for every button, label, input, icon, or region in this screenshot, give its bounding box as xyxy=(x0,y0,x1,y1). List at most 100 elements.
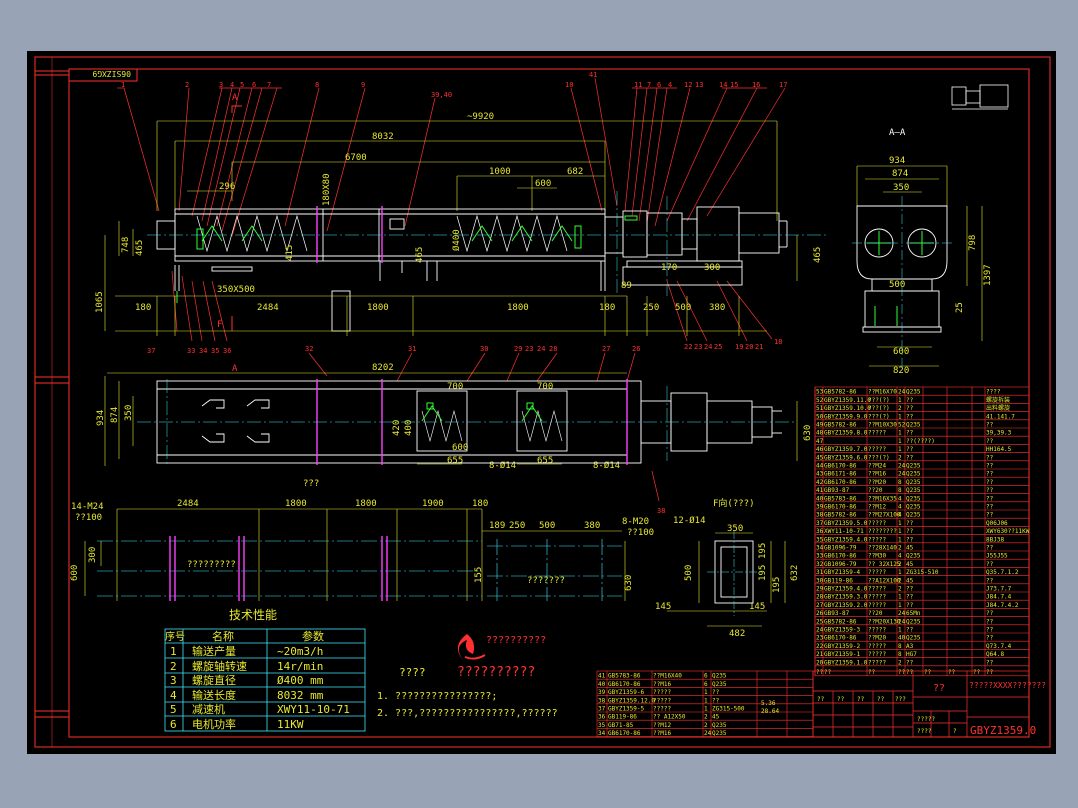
bom-lower-cell: Q235 xyxy=(712,722,727,729)
title-cell-6: ? xyxy=(953,728,957,735)
bom-lower-cell: 1 xyxy=(704,706,708,713)
bom-upper-cell: ?? xyxy=(986,618,994,625)
callout-35: 35 xyxy=(211,347,219,355)
company-logo-block: ?????????? ?????????? ???? 1. ??????????… xyxy=(377,634,558,719)
callout-1: 1 xyxy=(121,81,125,89)
bom-upper-cell: ?? 32X125 xyxy=(868,561,901,568)
tech-row-name: 减速机 xyxy=(192,702,225,716)
bom-upper-cell: ?? xyxy=(986,422,994,429)
dim-600s: 600 xyxy=(893,347,909,357)
cad-drawing-canvas[interactable]: 06SIZXG9 xyxy=(27,51,1056,754)
bom-upper-cell: ?? xyxy=(906,413,914,420)
bom-header-cell: ?? xyxy=(948,669,956,676)
bom-upper-cell: Q64.8 xyxy=(986,651,1004,658)
bom-upper-cell: 48 xyxy=(816,430,824,437)
dim-350x500: 350X500 xyxy=(217,285,255,295)
dim-350p: 350 xyxy=(124,405,134,421)
callout-9: 9 xyxy=(361,81,365,89)
section-mark-f: F xyxy=(217,320,222,330)
dim-holes-b: 8-Ø14 xyxy=(593,460,620,471)
callout-6: 6 xyxy=(252,81,256,89)
bom-upper-cell: ????? xyxy=(868,627,886,634)
bom-upper-cell: ????? xyxy=(868,594,886,601)
plan-view: 32 31 30 29 23 24 28 27 26 38 A 8202 934… xyxy=(96,345,813,515)
bom-upper-cell: ?? xyxy=(986,545,994,552)
tech-header-param: 参数 xyxy=(302,629,324,643)
callout-39-40: 39,40 xyxy=(431,91,452,99)
front-view: 1 2 3 4 5 6 7 8 9 39,40 10 41 11 7 6 4 1… xyxy=(95,71,827,355)
dim-465: 465 xyxy=(135,240,145,256)
view-f-145a: 145 xyxy=(655,602,671,612)
dim-6700: 6700 xyxy=(345,153,367,163)
fdim-500: 500 xyxy=(539,521,555,531)
bom-lower-cell: ????? xyxy=(653,706,671,713)
bom-upper-cell: ????? xyxy=(868,651,886,658)
bom-upper-cell: ????? xyxy=(868,602,886,609)
bom-upper-cell: 23 xyxy=(816,635,824,642)
bom-upper-cell: ??20 xyxy=(868,610,883,617)
plan-callout-numbers: 32 31 30 29 23 24 28 27 26 38 xyxy=(305,345,665,515)
bom-upper-cell: 50 xyxy=(816,413,824,420)
tech-row-no: 2 xyxy=(170,660,177,673)
bom-lower-cell: 6 xyxy=(704,673,708,680)
bom-upper-cell: 30 xyxy=(816,577,824,584)
bom-upper-cell: 45 xyxy=(816,454,824,461)
bom-upper-cell: Q06J06 xyxy=(986,520,1008,527)
bom-upper-cell: 2 xyxy=(898,577,902,584)
bom-upper-cell: XWY11-10-71 xyxy=(824,528,864,535)
bom-upper-cell: 22 xyxy=(816,643,824,650)
dim-600: 600 xyxy=(535,179,551,189)
bom-upper-cell: 24 xyxy=(816,627,824,634)
callout-3: 3 xyxy=(219,81,223,89)
bom-upper-cell: 24 xyxy=(898,610,906,617)
dim-250: 250 xyxy=(643,303,659,313)
bom-lower-cell: ?? A12X50 xyxy=(653,714,686,721)
dim-465-right: 465 xyxy=(813,247,823,263)
bom-upper-cell: ????? xyxy=(868,430,886,437)
dim-dia400: Ø400 xyxy=(451,229,462,251)
bom-upper-cell: J55J55 xyxy=(986,553,1008,560)
tech-header-name: 名称 xyxy=(212,629,234,643)
bom-upper-cell: 8 xyxy=(898,487,902,494)
section-mark-a-top: A xyxy=(232,93,238,103)
bom-lower-cell: 40 xyxy=(598,681,606,688)
bom-lower-cell: GBYZ1359-5 xyxy=(608,706,645,713)
bom-lower-cell: ?? xyxy=(712,697,720,704)
dim-1800a: 1800 xyxy=(367,303,389,313)
foundation-note-right: 8-M20 xyxy=(622,517,649,527)
dim-700b: 700 xyxy=(537,382,553,392)
bom-lower-cell: 2 xyxy=(704,714,708,721)
callout-7: 7 xyxy=(267,81,271,89)
section-aa-title: A—A xyxy=(889,128,906,138)
tech-row-no: 6 xyxy=(170,718,177,731)
bom-upper-cell: 4 xyxy=(898,504,902,511)
tech-row-name: 螺旋直径 xyxy=(192,673,236,687)
bom-upper-cell: 24 xyxy=(898,618,906,625)
bom-upper-cell: ???????? xyxy=(868,528,897,535)
dim-180x80: 180X80 xyxy=(322,173,332,206)
section-aa-view: A—A 934 874 350 798 1397 500 600 820 25 xyxy=(852,128,993,376)
bom-upper-cell: 24 xyxy=(898,471,906,478)
bom-upper-cell: 37 xyxy=(816,520,824,527)
bom-upper-cell: 1 xyxy=(898,627,902,634)
callout-13: 13 xyxy=(695,81,703,89)
cad-drawing-viewport[interactable]: 06SIZXG9 xyxy=(27,51,1056,754)
dim-465b: 465 xyxy=(415,247,425,263)
bom-upper-cell: ?? xyxy=(906,528,914,535)
bom-upper-cell: 41 xyxy=(816,487,824,494)
callout-20: 20 xyxy=(745,343,753,351)
bom-upper-cell: GBYZ1359.4.0 xyxy=(824,586,868,593)
title-block: ?? ?????XXXX??????? GBYZ1359.0 ????? ?? … xyxy=(812,670,1046,738)
bom-upper-cell: GBYZ1359-4 xyxy=(824,569,861,576)
bom-upper-cell: GBYZ1359.5.0 xyxy=(824,520,868,527)
bom-upper-cell: 39,39.3 xyxy=(986,430,1012,437)
bom-upper-cell: GBYZ1359.7.0 xyxy=(824,446,868,453)
callout-29: 29 xyxy=(514,345,522,353)
tech-row-param: 11KW xyxy=(277,718,304,731)
dim-500: 500 xyxy=(675,303,691,313)
title-cell-2: ?? xyxy=(857,696,865,703)
tech-table-title: 技术性能 xyxy=(229,608,277,622)
bom-upper-cell: ??M20X130 xyxy=(868,618,901,625)
tech-row-param: ~20m3/h xyxy=(277,645,323,658)
